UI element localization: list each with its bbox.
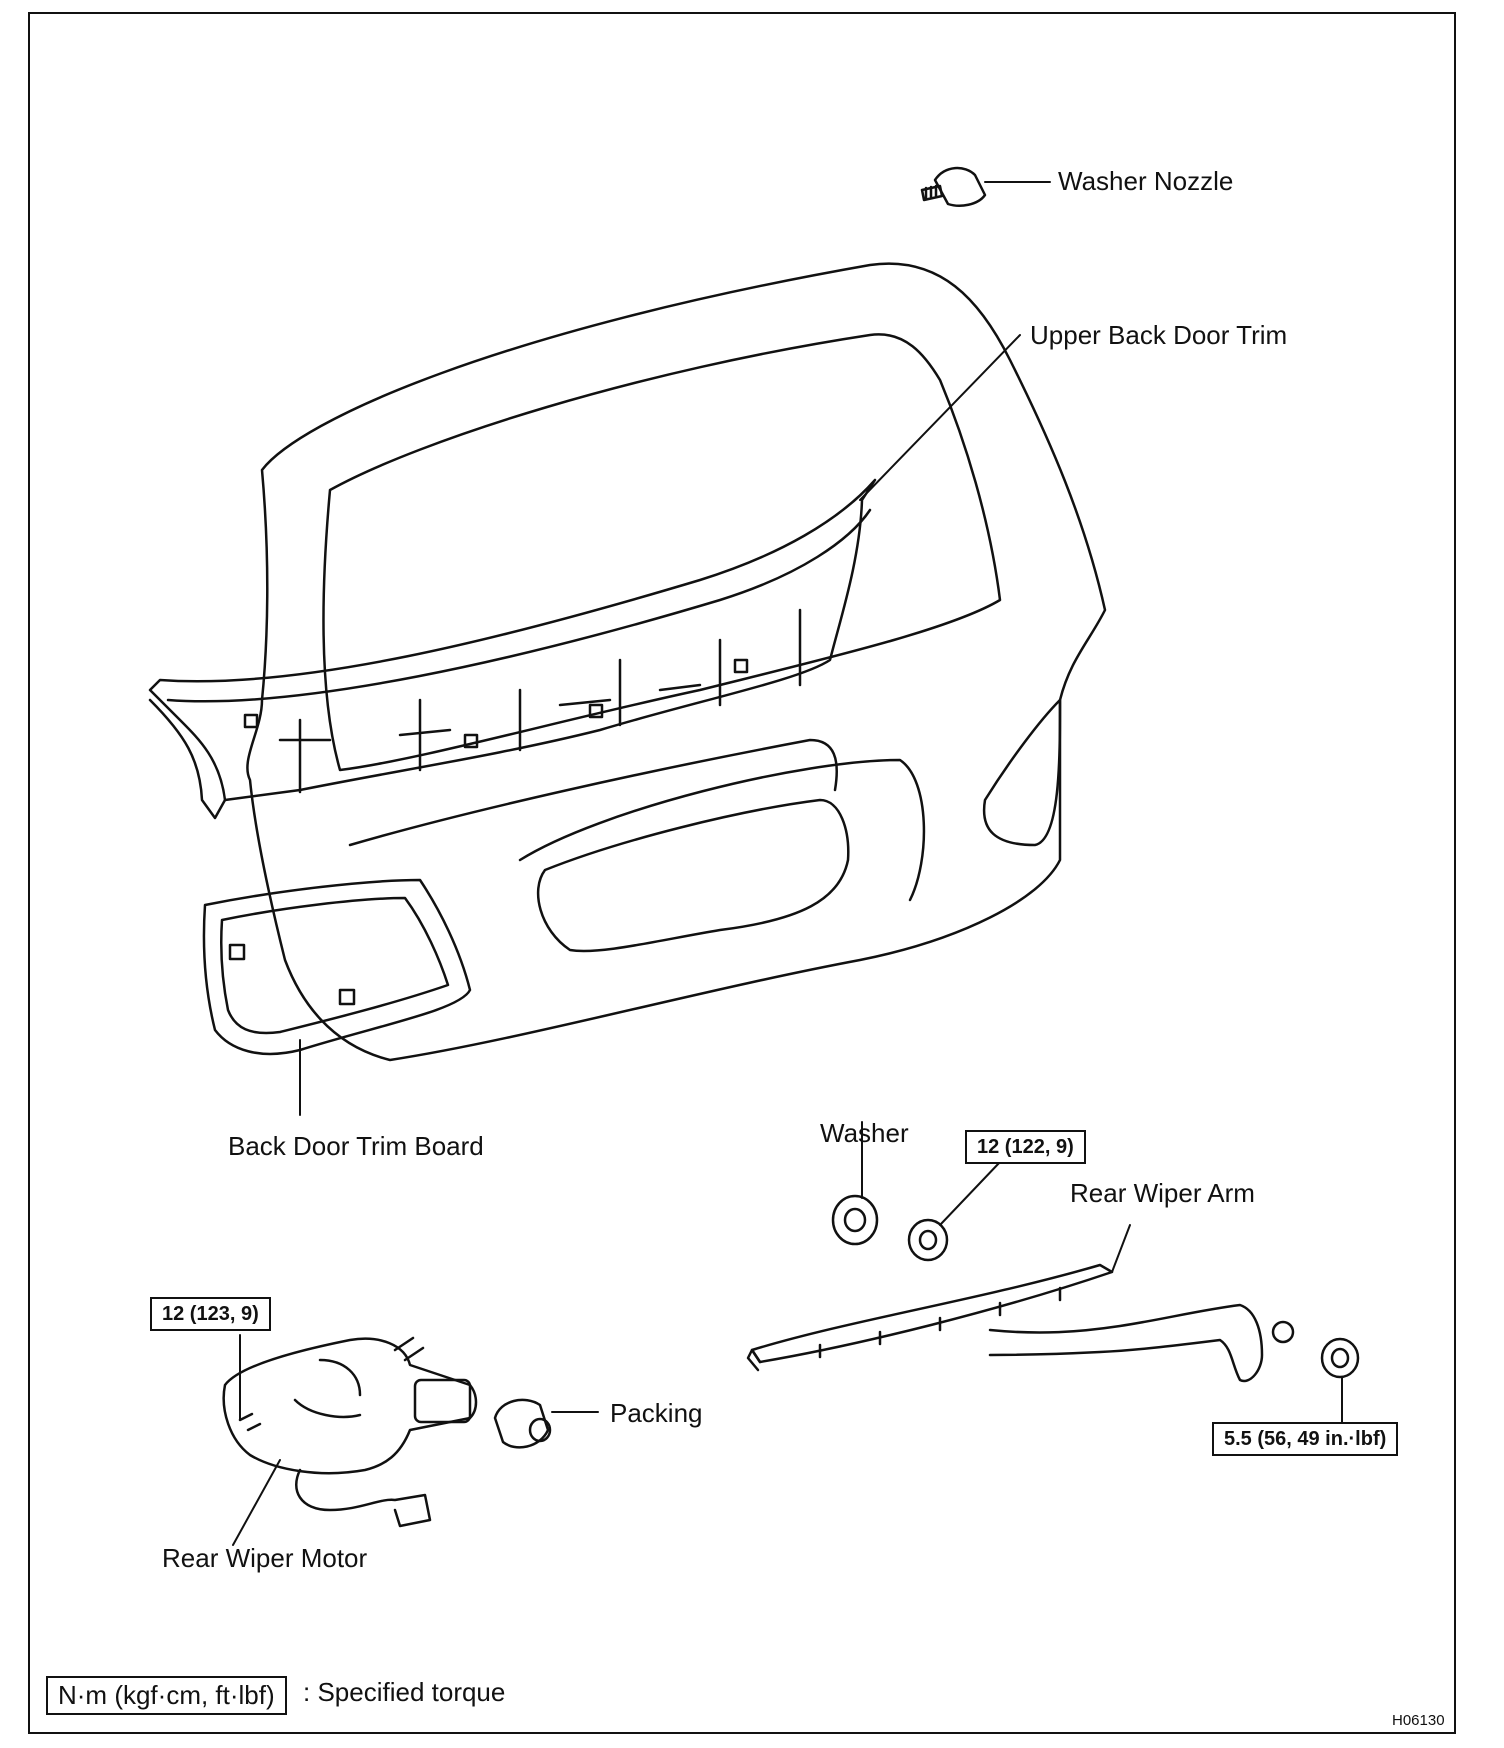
packing-part [493,1398,599,1449]
label-rear-wiper-motor: Rear Wiper Motor [162,1543,368,1573]
label-upper-back-door-trim: Upper Back Door Trim [1030,320,1288,350]
label-packing: Packing [610,1398,703,1428]
torque-wiper-arm-nut: 12 (122, 9) [965,1130,1086,1164]
back-door-panel [246,262,1107,1062]
wiper-arm-nut-part [907,1161,1001,1262]
diagram-frame [28,12,1456,1734]
upper-back-door-trim [148,478,877,820]
label-washer: Washer [820,1118,909,1148]
legend-text: : Specified torque [303,1677,506,1707]
figure-code: H06130 [1392,1712,1445,1729]
wiper-arm-cap-nut-part [1320,1337,1360,1426]
label-rear-wiper-arm: Rear Wiper Arm [1070,1178,1255,1208]
torque-wiper-arm-cap-nut: 5.5 (56, 49 in.·lbf) [1212,1422,1399,1456]
legend-torque-units: N·m (kgf·cm, ft·lbf) [46,1676,287,1715]
label-washer-nozzle: Washer Nozzle [1058,166,1234,196]
washer-nozzle-part [920,166,1051,207]
back-door-trim-board [202,878,472,1116]
rear-wiper-arm-part [746,1224,1295,1383]
label-back-door-trim-board: Back Door Trim Board [228,1131,484,1161]
torque-wiper-motor-bolt: 12 (123, 9) [150,1297,271,1331]
washer-part [831,1121,879,1246]
rear-wiper-motor-part [222,1334,478,1546]
